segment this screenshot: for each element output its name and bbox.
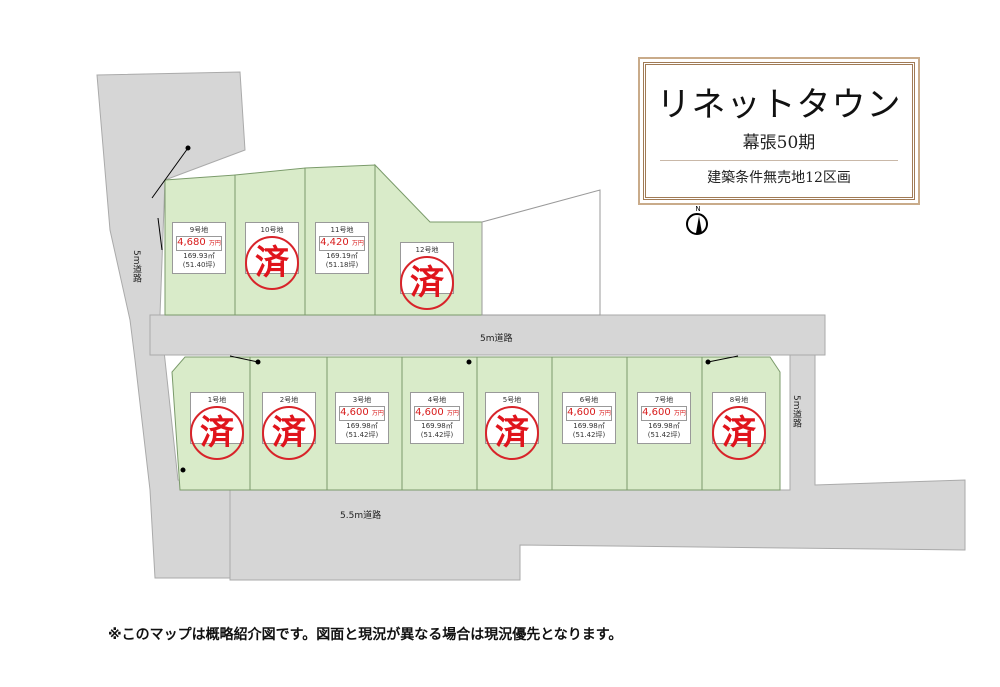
lot-number: 7号地 — [654, 396, 674, 404]
compass-label: N — [695, 205, 701, 213]
lot-price-value: 4,600 — [415, 407, 444, 418]
sold-stamp: 済 — [485, 406, 539, 460]
development-name: リネットタウン — [656, 85, 902, 125]
sold-stamp: 済 — [712, 406, 766, 460]
lot-number: 3号地 — [352, 396, 372, 404]
lot-price-unit: 万円 — [673, 410, 686, 417]
sold-stamp: 済 — [262, 406, 316, 460]
boundary-markers — [151, 145, 739, 473]
lot-number: 11号地 — [330, 226, 354, 234]
lot-area: 169.98㎡ — [421, 422, 453, 430]
sold-stamp: 済 — [245, 236, 299, 290]
lot-price-unit: 万円 — [351, 240, 364, 247]
sold-stamp: 済 — [400, 256, 454, 310]
lot-price-unit: 万円 — [208, 240, 221, 247]
lot-tsubo: (51.18坪) — [325, 261, 359, 269]
lot-price-value: 4,680 — [177, 237, 206, 248]
lot-area: 169.93㎡ — [183, 252, 215, 260]
lot-number: 8号地 — [729, 396, 749, 404]
lot-price-unit: 万円 — [371, 410, 384, 417]
lot-price-unit: 万円 — [598, 410, 611, 417]
lot-area: 169.98㎡ — [573, 422, 605, 430]
lot-number: 12号地 — [415, 246, 439, 254]
lot-price: 4,600 万円 — [641, 406, 687, 421]
lot-number: 10号地 — [260, 226, 284, 234]
lot-price-unit: 万円 — [446, 410, 459, 417]
road-label-bottom: 5.5m道路 — [340, 511, 382, 521]
lot-price: 4,680 万円 — [176, 236, 222, 251]
disclaimer-note: ※このマップは概略紹介図です。図面と現況が異なる場合は現況優先となります。 — [108, 627, 623, 643]
north-compass-icon: N — [686, 205, 710, 235]
divider — [660, 160, 898, 161]
lot-tsubo: (51.42坪) — [420, 431, 454, 439]
lot-price: 4,600 万円 — [566, 406, 612, 421]
lot-price: 4,420 万円 — [319, 236, 365, 251]
development-title-card: リネットタウン 幕張50期 建築条件無売地12区画 — [638, 57, 920, 205]
road-label-left: 5m道路 — [131, 250, 141, 283]
development-subtitle: 建築条件無売地12区画 — [707, 170, 851, 186]
lot-price: 4,600 万円 — [339, 406, 385, 421]
lot-tsubo: (51.42坪) — [572, 431, 606, 439]
lot-price-value: 4,600 — [567, 407, 596, 418]
lot-price-value: 4,420 — [320, 237, 349, 248]
development-phase: 幕張50期 — [742, 133, 816, 153]
lot-price-value: 4,600 — [642, 407, 671, 418]
lot-number: 2号地 — [279, 396, 299, 404]
lot-tsubo: (51.42坪) — [345, 431, 379, 439]
lot-number: 1号地 — [207, 396, 227, 404]
lot-area: 169.19㎡ — [326, 252, 358, 260]
lot-area: 169.98㎡ — [648, 422, 680, 430]
lot-area: 169.98㎡ — [346, 422, 378, 430]
road-label-right: 5m道路 — [791, 395, 801, 428]
sold-stamp: 済 — [190, 406, 244, 460]
road-label-upper: 5m道路 — [480, 334, 513, 344]
lot-tsubo: (51.42坪) — [647, 431, 681, 439]
lot-tsubo: (51.40坪) — [182, 261, 216, 269]
vacant-lot — [481, 189, 601, 316]
lot-price: 4,600 万円 — [414, 406, 460, 421]
lot-number: 9号地 — [189, 226, 209, 234]
lot-number: 5号地 — [502, 396, 522, 404]
lot-number: 4号地 — [427, 396, 447, 404]
lot-number: 6号地 — [579, 396, 599, 404]
lot-price-value: 4,600 — [340, 407, 369, 418]
